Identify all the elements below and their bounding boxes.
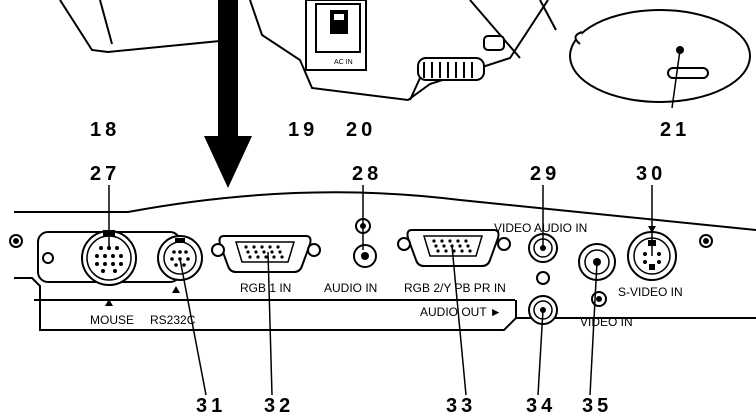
s-video-in-port: S-VIDEO IN: [618, 226, 683, 299]
rs232c-port: RS232C: [150, 235, 203, 327]
projector-top-view: [59, 0, 557, 102]
rgb1-in-port: RGB 1 IN: [211, 235, 321, 295]
audio-in-label: AUDIO IN: [324, 281, 377, 295]
callout-20: 20: [346, 119, 376, 141]
callout-19: 19: [288, 119, 318, 141]
callout-31: 31: [196, 395, 226, 417]
callout-30: 30: [636, 163, 666, 185]
audio-in-jack: AUDIO IN: [324, 244, 377, 295]
ac-in-label: AC IN: [334, 59, 353, 66]
leader-21: [671, 49, 681, 109]
s-video-in-label: S-VIDEO IN: [618, 285, 683, 299]
video-in-label: VIDEO IN: [580, 315, 633, 329]
connector-panel: [14, 191, 756, 331]
mouse-label: MOUSE: [90, 313, 134, 327]
callout-29: 29: [530, 163, 560, 185]
mini-jack: [536, 271, 550, 285]
callout-35: 35: [582, 395, 612, 417]
rgb2-in-port: RGB 2/Y PB PR IN: [397, 229, 511, 295]
callout-33: 33: [446, 395, 476, 417]
audio-out-label: AUDIO OUT ►: [420, 305, 502, 319]
down-arrow-icon: [204, 0, 252, 188]
rs232c-label: RS232C: [150, 313, 196, 327]
lens-cap: [569, 9, 751, 103]
callout-21: 21: [660, 119, 690, 141]
adjustable-foot: [417, 35, 505, 81]
callout-34: 34: [526, 395, 556, 417]
video-audio-in-label: VIDEO AUDIO IN: [494, 221, 587, 235]
rgb2-in-label: RGB 2/Y PB PR IN: [404, 281, 506, 295]
leader-lines: [108, 185, 653, 396]
callout-27: 27: [90, 163, 120, 185]
ac-in-socket: AC IN: [305, 0, 367, 71]
callout-18: 18: [90, 119, 120, 141]
audio-out-jack: [528, 295, 558, 325]
rgb1-in-label: RGB 1 IN: [240, 281, 291, 295]
callout-32: 32: [264, 395, 294, 417]
callout-28: 28: [352, 163, 382, 185]
